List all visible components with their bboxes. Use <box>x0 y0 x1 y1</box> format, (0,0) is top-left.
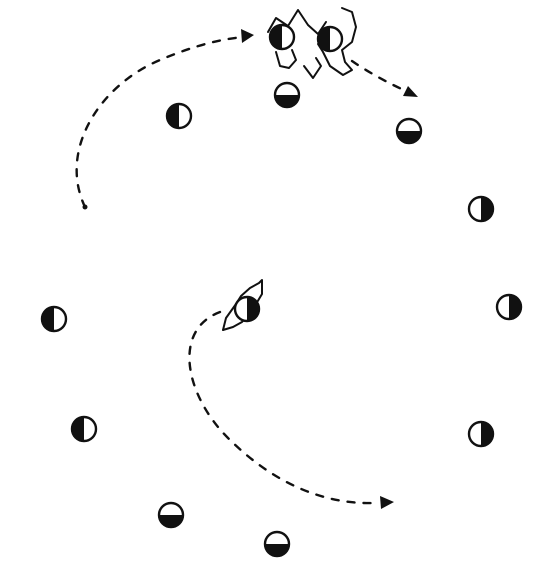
top-center-ball <box>275 83 299 107</box>
ball-shaded-half <box>265 544 289 556</box>
ball-shaded-half <box>481 422 493 446</box>
bottom-left-ball <box>159 503 183 527</box>
ball-shaded-half <box>509 295 521 319</box>
right-middle-ball <box>497 295 521 319</box>
balls-layer <box>42 25 521 556</box>
lower-center-curved-arrow <box>189 312 394 509</box>
ball-shaded-half <box>167 104 179 128</box>
right-juggler-hand-ball <box>318 27 342 51</box>
left-middle-ball <box>42 307 66 331</box>
ball-shaded-half <box>72 417 84 441</box>
upper-left-ball <box>167 104 191 128</box>
right-upper-ball <box>469 197 493 221</box>
ball-shaded-half <box>42 307 54 331</box>
center-ball <box>235 297 259 321</box>
ball-shaded-half <box>397 131 421 143</box>
ball-shaded-half <box>270 25 282 49</box>
upper-right-ball <box>397 119 421 143</box>
left-juggler-hand-ball <box>270 25 294 49</box>
upper-left-curved-arrow <box>77 29 254 210</box>
ball-shaded-half <box>275 95 299 107</box>
ball-shaded-half <box>159 515 183 527</box>
bottom-center-ball <box>265 532 289 556</box>
upper-right-short-arrow <box>352 61 418 97</box>
ball-shaded-half <box>481 197 493 221</box>
right-lower-ball <box>469 422 493 446</box>
left-lower-ball <box>72 417 96 441</box>
